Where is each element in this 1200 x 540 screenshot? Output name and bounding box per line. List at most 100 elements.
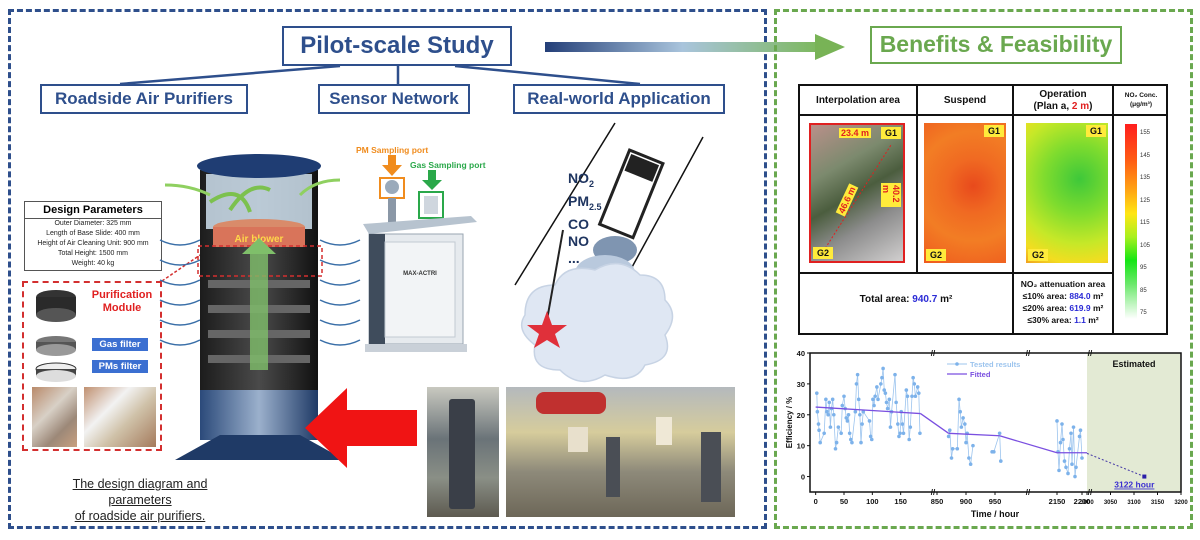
design-param-row: Weight: 40 kg: [71, 260, 115, 267]
benefits-panel: [774, 9, 1193, 529]
tested-point: [910, 394, 914, 399]
pilot-study-title: Pilot-scale Study: [282, 26, 512, 66]
tested-line-segment: [911, 377, 914, 397]
gas-sampling-port-label: Gas Sampling port: [410, 160, 486, 170]
benefits-title: Benefits & Feasibility: [870, 26, 1122, 64]
attenuation-row: ≤30% area: 1.1 m²: [1027, 315, 1099, 325]
tested-point: [876, 397, 880, 402]
tested-point: [1074, 465, 1078, 470]
tested-point: [897, 434, 901, 439]
location-star-icon: [527, 311, 567, 348]
attenuation-row: ≤10% area: 884.0 m²: [1022, 291, 1104, 301]
tested-line-segment: [993, 433, 1001, 452]
callout-line: [161, 250, 207, 282]
tested-line-segment: [895, 402, 899, 425]
tested-point: [904, 388, 909, 392]
g1-label: G1: [983, 125, 1004, 137]
tested-point: [958, 409, 962, 414]
tested-point: [869, 437, 874, 442]
legend-tested-label: Tested results: [970, 360, 1020, 369]
pollutant-list: NO2 PM2.5 CO NO ...: [568, 170, 602, 267]
legend-fitted-label: Fitted: [970, 370, 991, 379]
y-tick-label: 30: [797, 380, 805, 389]
figure-caption: The design diagram and parameters of roa…: [40, 476, 240, 524]
fitted-line-segment: [920, 413, 949, 434]
tested-point: [1061, 437, 1065, 442]
pm-filter-label: PMs filter: [92, 360, 148, 373]
colorbar-tick: 125: [1140, 197, 1151, 204]
tested-point: [900, 422, 905, 426]
tested-point: [834, 440, 839, 445]
section-real-world-application: Real-world Application: [513, 84, 725, 114]
tested-point: [901, 431, 906, 436]
header-suspend: Suspend: [943, 95, 987, 106]
tested-point: [846, 412, 851, 417]
tested-point: [1077, 434, 1082, 439]
tested-line-segment: [840, 405, 843, 434]
tested-line-segment: [860, 424, 863, 443]
y-tick-label: 40: [797, 349, 805, 358]
sensor-station-diagram: MAX-ACTRI: [363, 155, 477, 352]
field-photo-deployment: [506, 387, 735, 517]
total-area: Total area: 940.7 m²: [859, 294, 953, 305]
tested-line-segment: [825, 399, 828, 412]
tested-point: [1055, 419, 1059, 423]
tested-point: [999, 459, 1003, 463]
suspend-concentration-map: G1 G2: [924, 123, 1006, 263]
sensor-brand-label: MAX-ACTRI: [403, 271, 437, 277]
tested-point: [896, 422, 900, 426]
axis-break-top: //: [931, 349, 936, 358]
tested-point: [968, 462, 973, 466]
design-param-row: Length of Base Slide: 400 mm: [46, 230, 140, 237]
tested-point: [888, 425, 893, 429]
design-param-row: Height of Air Cleaning Unit: 900 mm: [37, 240, 149, 247]
tested-point: [868, 434, 873, 439]
section-roadside-air-purifiers: Roadside Air Purifiers: [40, 84, 248, 114]
tested-line-segment: [1061, 424, 1064, 440]
tested-point: [828, 425, 833, 429]
tested-point: [1078, 428, 1083, 433]
colorbar-tick: 155: [1140, 130, 1151, 136]
tested-line-segment: [890, 411, 892, 428]
tested-point: [860, 422, 864, 426]
tested-point: [1066, 471, 1070, 476]
tested-point: [946, 434, 951, 439]
pilot-study-panel: [8, 9, 767, 529]
flow-arrow-icon: [545, 34, 845, 60]
axis-break-bottom: //: [1026, 488, 1031, 497]
tested-point: [908, 425, 913, 429]
tested-point: [947, 428, 952, 433]
tested-point: [898, 431, 902, 436]
tested-point: [905, 394, 910, 399]
attenuation-title: NO₂ attenuation area: [1020, 279, 1106, 289]
tested-point: [1058, 440, 1063, 445]
tested-point: [830, 397, 835, 402]
operation-concentration-map: G1 G2: [1026, 123, 1108, 263]
tested-line-segment: [816, 393, 818, 412]
tested-point: [850, 440, 854, 445]
tested-point: [815, 409, 820, 414]
tested-line-segment: [836, 427, 839, 443]
tested-point: [822, 431, 826, 436]
tested-point: [1060, 422, 1064, 426]
tested-point: [847, 431, 852, 436]
y-tick-label: 10: [797, 442, 805, 451]
tested-point: [963, 422, 967, 426]
tested-point: [882, 388, 887, 392]
tested-point: [879, 382, 883, 386]
section-sensor-network: Sensor Network: [318, 84, 470, 114]
filter-stack-icon: [35, 290, 77, 382]
tested-line-segment: [843, 396, 846, 409]
attenuation-row: ≤20% area: 619.9 m²: [1022, 303, 1104, 313]
tested-line-segment: [909, 396, 913, 428]
tested-line-segment: [851, 411, 856, 443]
dimension-top: 23.4 m: [839, 128, 872, 138]
tested-point: [816, 422, 821, 426]
colorbar-tick: 115: [1140, 220, 1150, 226]
x-tick-label: 50: [840, 497, 848, 506]
tested-line-segment: [1056, 420, 1059, 452]
tested-line-segment: [877, 383, 882, 400]
axis-break-bottom: //: [931, 488, 936, 497]
colorbar-tick: 145: [1140, 152, 1151, 159]
x-tick-label: 150: [894, 497, 907, 506]
